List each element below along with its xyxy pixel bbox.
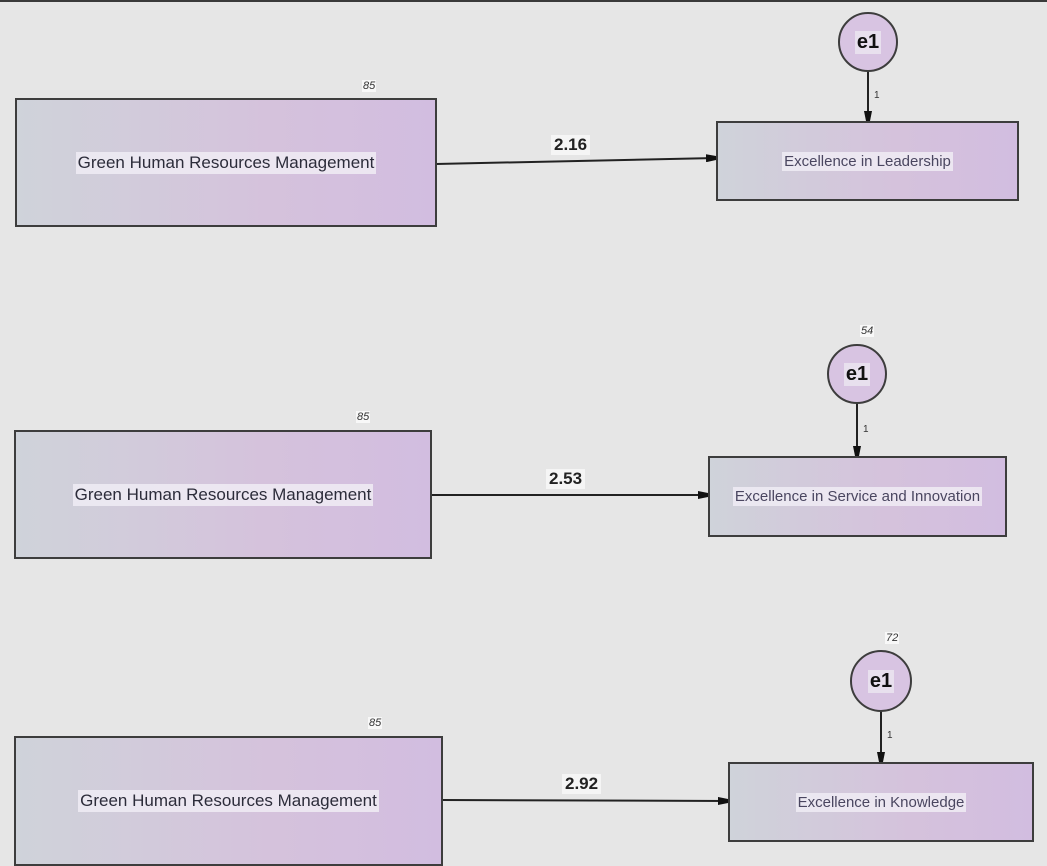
- top-border: [0, 0, 1047, 2]
- error-term-2[interactable]: e1: [827, 344, 887, 404]
- source-label-2: Green Human Resources Management: [72, 483, 374, 506]
- source-variance-3: 85: [368, 717, 383, 729]
- target-label-2: Excellence in Service and Innovation: [732, 487, 983, 506]
- source-box-2[interactable]: Green Human Resources Management: [14, 430, 432, 559]
- error-term-1[interactable]: e1: [838, 12, 898, 72]
- source-box-1[interactable]: Green Human Resources Management: [15, 98, 437, 227]
- path-coefficient-3: 2.92: [562, 774, 602, 794]
- error-variance-3: 72: [885, 632, 900, 644]
- source-variance-2: 85: [356, 411, 371, 423]
- source-box-3[interactable]: Green Human Resources Management: [14, 736, 443, 866]
- target-label-1: Excellence in Leadership: [782, 151, 953, 171]
- path-arrow-1: [435, 158, 716, 165]
- error-label-2: e1: [843, 362, 871, 386]
- source-label-3: Green Human Resources Management: [78, 790, 379, 812]
- target-box-2[interactable]: Excellence in Service and Innovation: [708, 456, 1007, 537]
- error-weight-1: 1: [874, 90, 880, 101]
- error-variance-2: 54: [860, 325, 875, 337]
- error-weight-3: 1: [887, 730, 893, 741]
- target-box-1[interactable]: Excellence in Leadership: [716, 121, 1019, 201]
- error-label-3: e1: [867, 669, 895, 693]
- error-label-1: e1: [854, 30, 882, 54]
- target-label-3: Excellence in Knowledge: [795, 792, 967, 812]
- target-box-3[interactable]: Excellence in Knowledge: [728, 762, 1034, 842]
- path-arrow-3: [441, 800, 728, 801]
- error-term-3[interactable]: e1: [850, 650, 912, 712]
- path-coefficient-2: 2.53: [546, 469, 586, 489]
- error-weight-2: 1: [863, 424, 869, 435]
- source-label-1: Green Human Resources Management: [75, 151, 377, 174]
- source-variance-1: 85: [362, 80, 377, 92]
- path-coefficient-1: 2.16: [551, 135, 591, 155]
